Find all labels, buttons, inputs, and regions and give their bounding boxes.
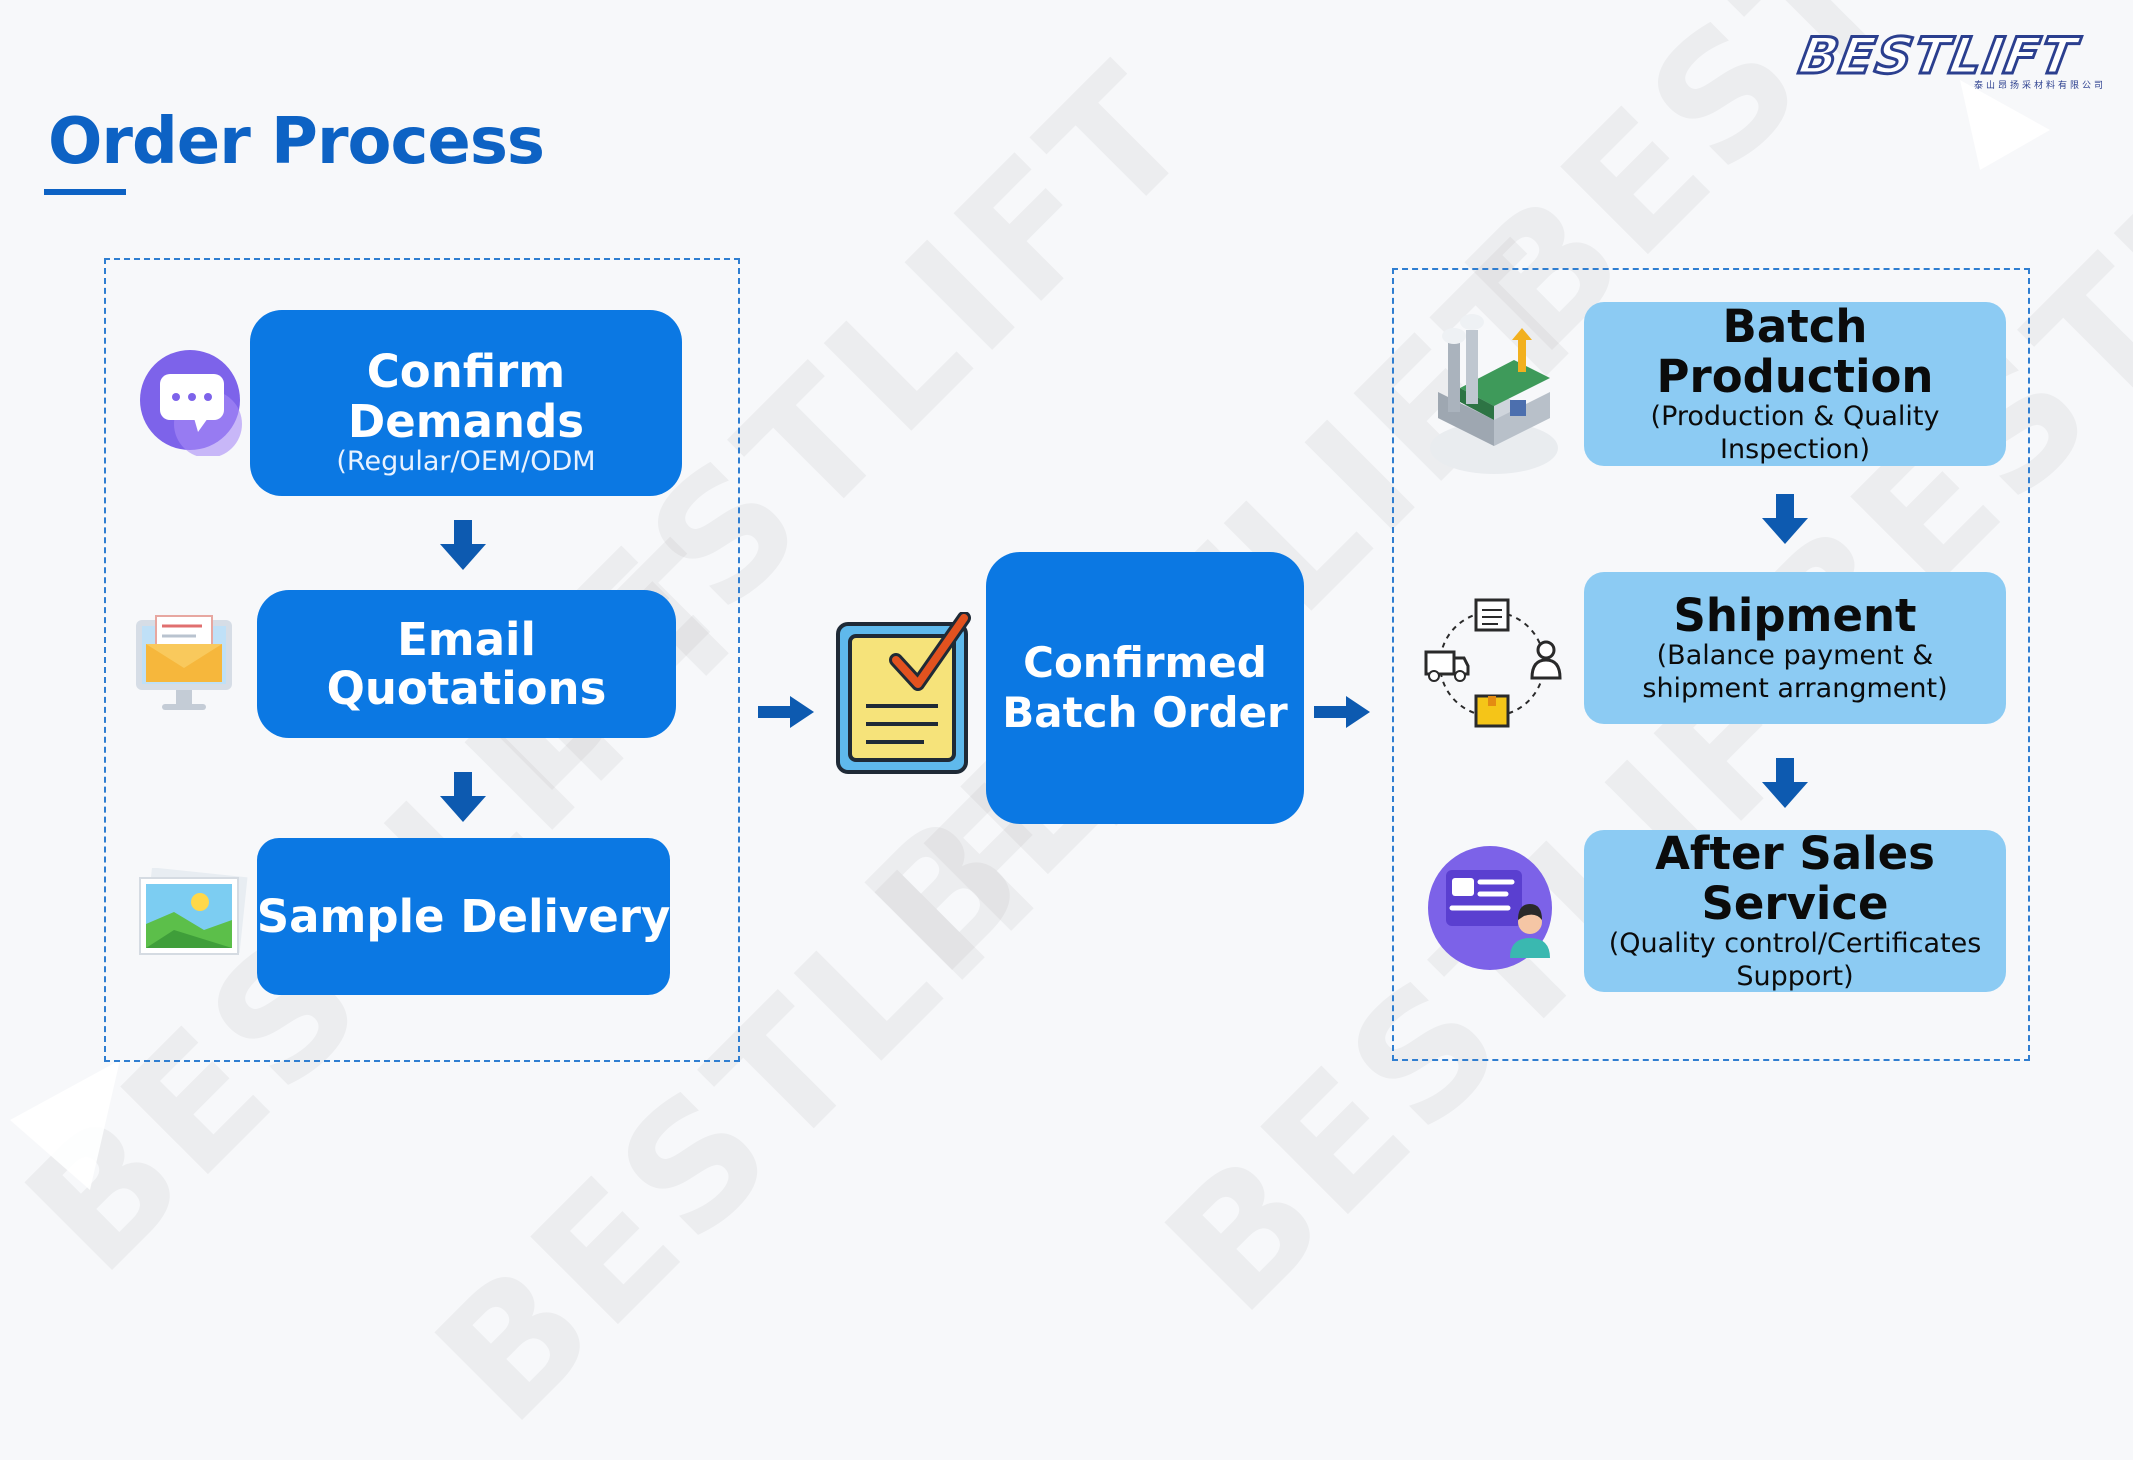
center-title: Confirmed xyxy=(1023,638,1267,688)
brand-logo-subtitle: 泰山昂扬采材料有限公司 xyxy=(1973,81,2106,91)
step-title: Service xyxy=(1701,876,1889,930)
title-underline xyxy=(44,189,126,195)
down-arrow-icon xyxy=(440,772,486,822)
step-subtitle: Inspection) xyxy=(1720,433,1870,465)
support-card-icon xyxy=(1426,842,1558,978)
picture-icon xyxy=(134,867,250,964)
logistics-cycle-icon xyxy=(1420,592,1564,740)
step-shipment[interactable]: Shipment (Balance payment & shipment arr… xyxy=(1584,572,2006,724)
step-subtitle: shipment arrangment) xyxy=(1642,672,1948,704)
step-title: Confirm xyxy=(366,345,566,399)
step-title: Shipment xyxy=(1673,588,1917,642)
right-arrow-icon xyxy=(758,696,814,728)
factory-icon xyxy=(1424,308,1564,482)
brand-logo: BESTLIFT 泰山昂扬采材料有限公司 xyxy=(1793,26,2116,92)
corner-decoration xyxy=(1960,80,2050,170)
step-title: Production xyxy=(1656,349,1934,403)
chat-bubble-icon xyxy=(138,346,248,460)
step-title: Demands xyxy=(347,394,585,448)
down-arrow-icon xyxy=(1762,494,1808,544)
step-after-sales-service[interactable]: After Sales Service (Quality control/Cer… xyxy=(1584,827,2006,992)
step-subtitle: (Balance payment & xyxy=(1656,640,1934,672)
corner-decoration xyxy=(10,1060,120,1190)
step-email-quotations[interactable]: Email Quotations xyxy=(257,590,676,738)
email-monitor-icon xyxy=(132,610,236,724)
right-arrow-icon xyxy=(1314,696,1370,728)
step-title: Batch xyxy=(1722,300,1868,354)
pre-order-group xyxy=(104,258,740,1062)
fulfillment-group xyxy=(1392,268,2030,1061)
step-confirm-demands[interactable]: Confirm Demands (Regular/OEM/ODM xyxy=(250,310,682,496)
step-batch-production[interactable]: Batch Production (Production & Quality I… xyxy=(1584,302,2006,466)
step-sample-delivery[interactable]: Sample Delivery xyxy=(257,838,670,995)
step-title: After Sales xyxy=(1655,827,1935,881)
down-arrow-icon xyxy=(440,520,486,570)
step-title: Quotations xyxy=(326,662,607,715)
checklist-icon xyxy=(834,611,974,780)
page-title: Order Process xyxy=(48,105,545,179)
down-arrow-icon xyxy=(1762,758,1808,808)
center-title: Batch Order xyxy=(1002,688,1288,737)
step-subtitle: (Production & Quality xyxy=(1650,401,1940,433)
brand-logo-text: BESTLIFT xyxy=(1793,26,2083,87)
step-subtitle: (Regular/OEM/ODM xyxy=(336,446,596,478)
step-title: Email xyxy=(397,612,536,666)
step-subtitle: Support) xyxy=(1736,960,1854,992)
step-confirmed-batch-order[interactable]: Confirmed Batch Order xyxy=(986,552,1304,824)
step-title: Sample Delivery xyxy=(256,889,671,943)
step-subtitle: (Quality control/Certificates xyxy=(1608,928,1982,960)
